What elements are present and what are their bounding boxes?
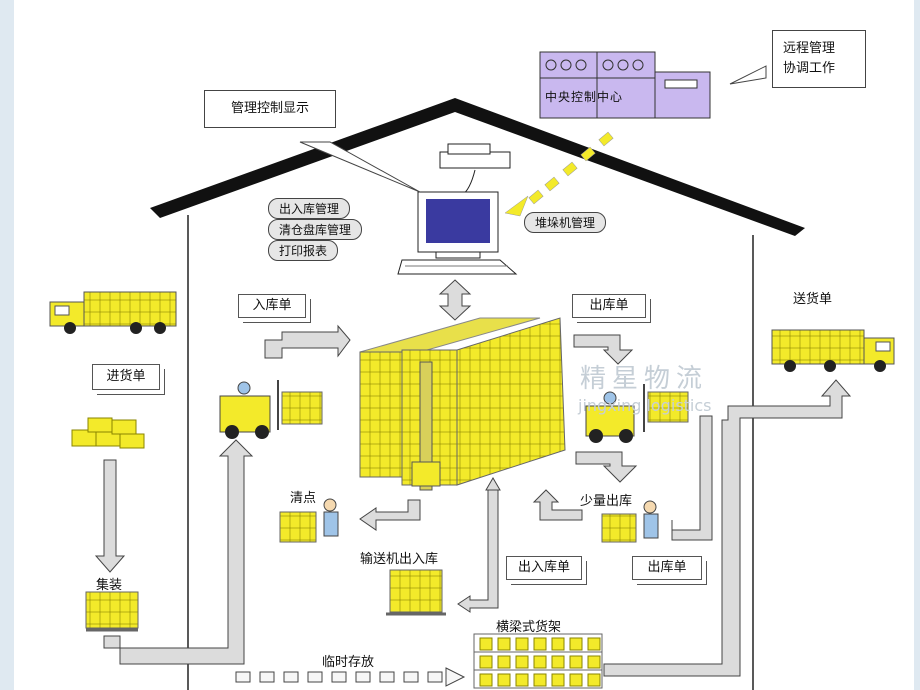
- pointer-remote: [729, 65, 767, 85]
- callout-remote: 远程管理 协调工作: [772, 30, 866, 88]
- arrow-assemble: [94, 459, 126, 573]
- house-outline: [150, 98, 805, 690]
- arrow-return: [532, 489, 583, 521]
- conveyor-pallet: [386, 569, 446, 616]
- label-conveyor: 输送机出入库: [360, 552, 439, 567]
- function-inventory: 清仓盘库管理: [268, 219, 363, 240]
- function-print: 打印报表: [268, 240, 339, 261]
- roof: [150, 98, 805, 236]
- automated-rack: [359, 317, 566, 491]
- truck-incoming: [49, 291, 177, 334]
- forklift-left: [219, 380, 323, 439]
- pointer-display: [299, 141, 421, 193]
- note-io-form: 出入库单: [506, 556, 582, 580]
- computer-icon: [397, 191, 518, 275]
- stacker-mgmt-label: 堆垛机管理: [524, 212, 607, 233]
- watermark-cn: 精星物流: [580, 364, 709, 394]
- control-center-label: 中央控制中心: [545, 90, 624, 104]
- arrow-outbound-down: [573, 334, 634, 365]
- loose-boxes: [71, 417, 145, 449]
- truck-delivery: [771, 329, 895, 372]
- arrow-conveyor: [457, 477, 501, 613]
- updown-arrow: [438, 279, 472, 321]
- beam-rack: [473, 633, 603, 689]
- label-small-outbound: 少量出库: [580, 494, 633, 509]
- worker-small-out: [601, 500, 659, 543]
- watermark-en: jingxing logistics: [578, 396, 712, 415]
- arrow-small-out: [575, 451, 638, 483]
- note-outbound-form-2: 出库单: [632, 556, 702, 580]
- label-temp-storage: 临时存放: [322, 655, 375, 670]
- forklift-right: [585, 384, 689, 443]
- label-beam-rack: 横梁式货架: [496, 620, 562, 635]
- flow-right-up: [603, 379, 852, 677]
- callout-display: 管理控制显示: [204, 90, 336, 128]
- arrow-to-rack: [264, 324, 351, 359]
- arrow-count: [359, 499, 421, 531]
- central-control-console: [539, 51, 711, 119]
- note-purchase-form: 进货单: [92, 364, 160, 390]
- worker-counting: [279, 498, 339, 543]
- flow-small-out: [671, 415, 713, 541]
- label-count: 清点: [290, 491, 317, 506]
- assembled-pallet: [85, 591, 139, 632]
- signal-arrow: [504, 131, 614, 217]
- note-outbound-form: 出库单: [572, 294, 646, 318]
- label-assemble: 集装: [96, 578, 123, 593]
- flow-left-loop: [103, 439, 254, 665]
- label-delivery-form: 送货单: [793, 292, 833, 307]
- function-io-mgmt: 出入库管理: [268, 198, 351, 219]
- note-inbound-form: 入库单: [238, 294, 306, 318]
- temp-storage-arrow: [235, 667, 466, 687]
